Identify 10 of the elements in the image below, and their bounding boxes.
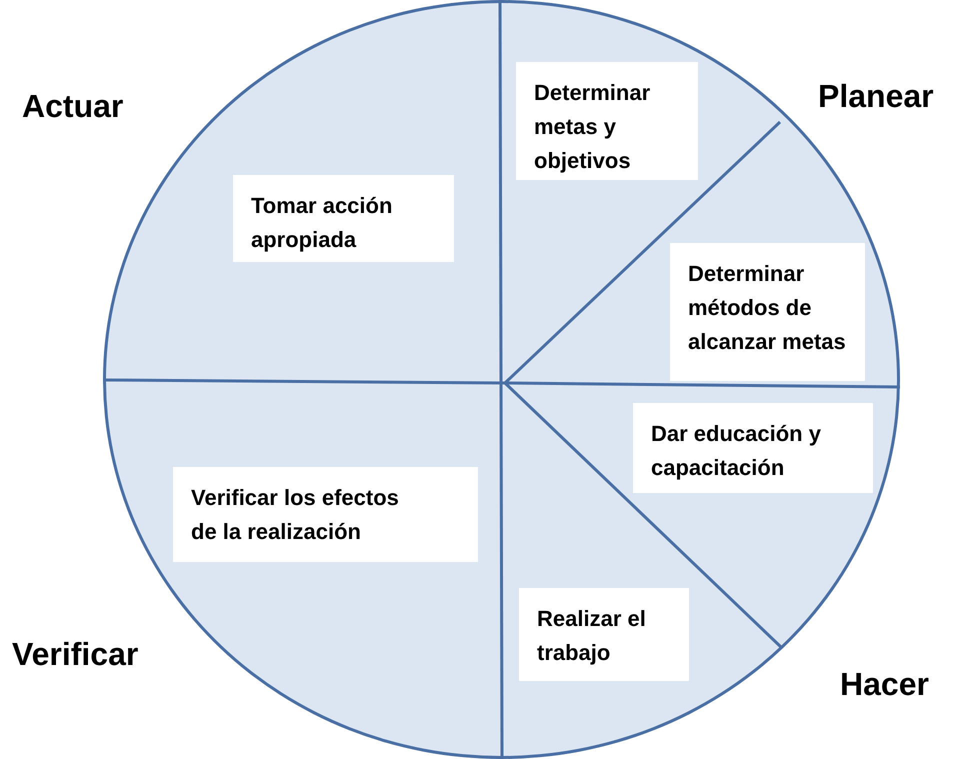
text-box: Verificar los efectos de la realización bbox=[173, 467, 478, 562]
phase-label: Verificar bbox=[12, 636, 138, 673]
text-box: Determinar métodos de alcanzar metas bbox=[670, 243, 865, 381]
phase-label: Planear bbox=[818, 78, 934, 115]
text-box: Tomar acción apropiada bbox=[233, 175, 454, 262]
phase-label: Hacer bbox=[840, 666, 929, 703]
text-box: Determinar metas y objetivos bbox=[516, 62, 698, 180]
text-box: Dar educación y capacitación bbox=[633, 403, 873, 493]
text-box: Realizar el trabajo bbox=[519, 588, 689, 681]
phase-label: Actuar bbox=[22, 88, 124, 125]
